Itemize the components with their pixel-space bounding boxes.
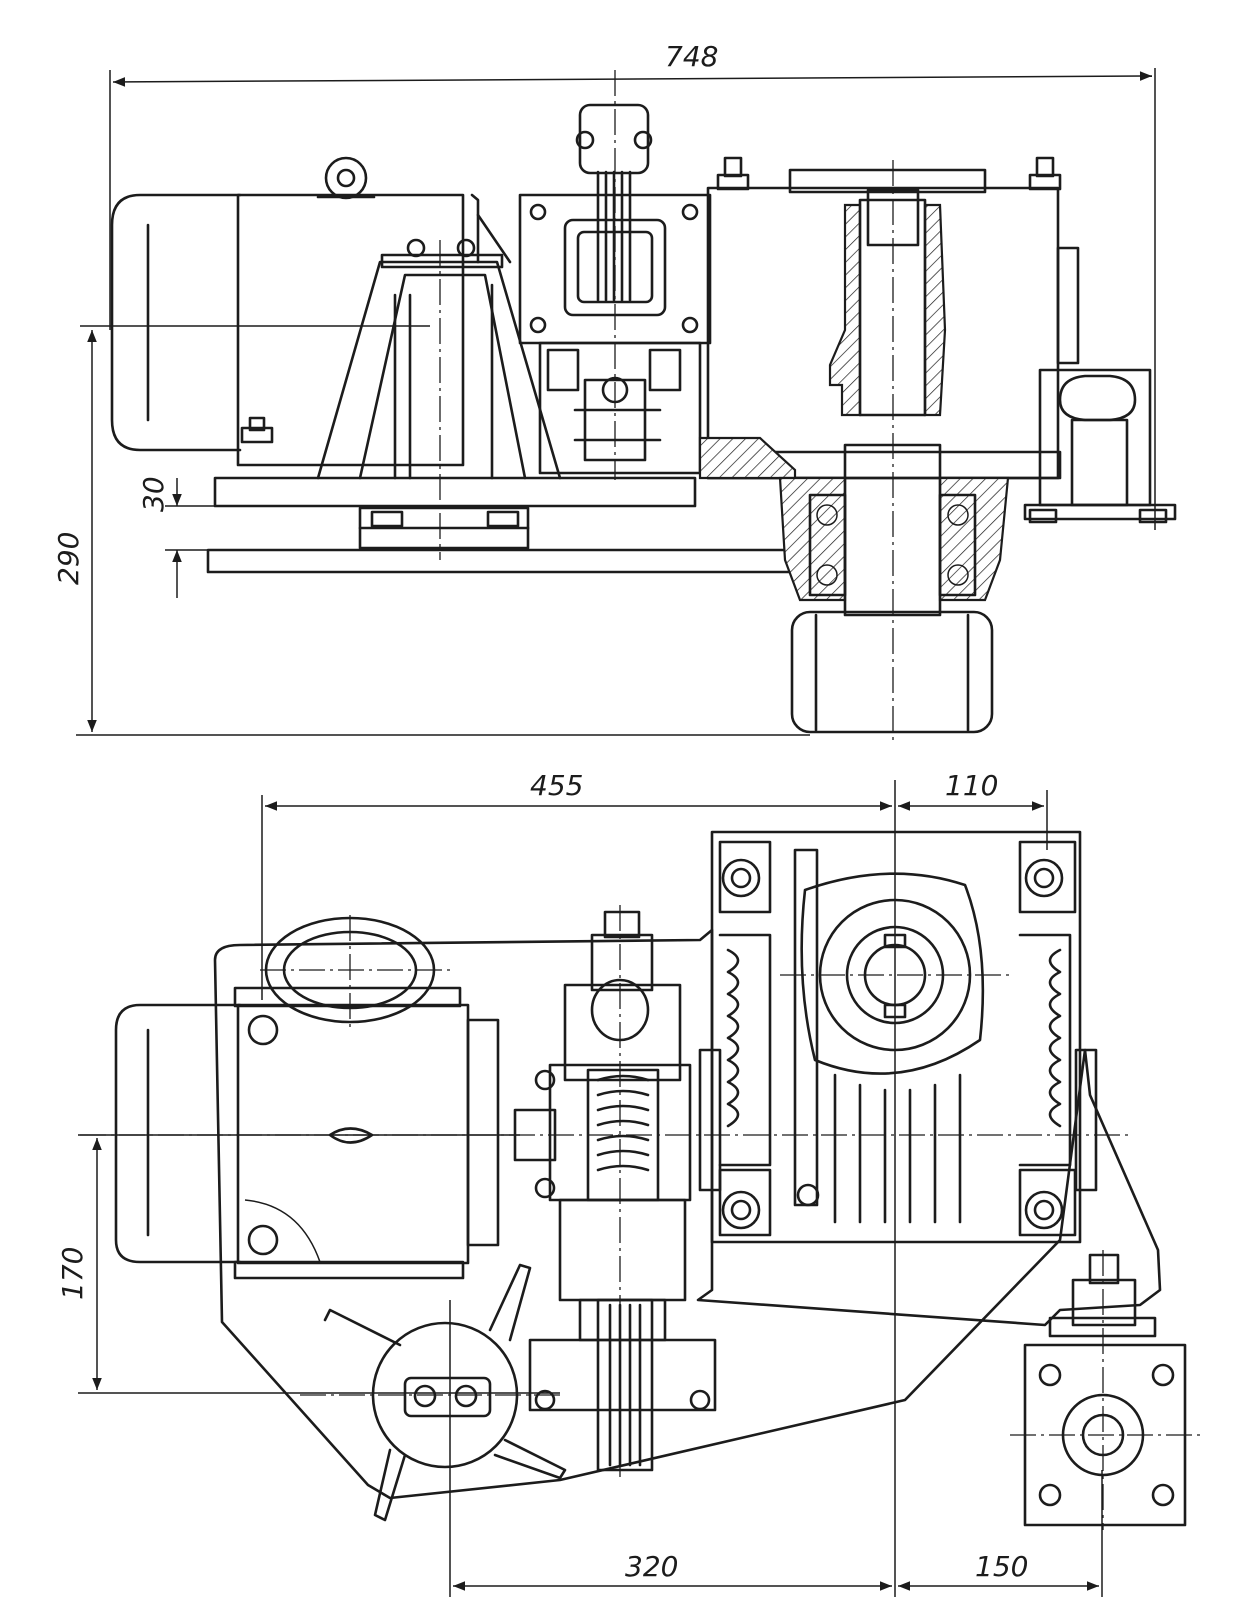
plan-motor xyxy=(114,915,500,1280)
plan-view: 455 110 170 320 150 xyxy=(56,769,1200,1597)
plan-base-plate xyxy=(213,928,1162,1500)
brake-assembly xyxy=(518,103,712,475)
gearbox-housing xyxy=(698,156,1080,617)
dimension-110: 110 xyxy=(898,769,1044,811)
dim-290-label: 290 xyxy=(52,532,85,585)
plan-brake xyxy=(513,905,717,1480)
dim-320-label: 320 xyxy=(625,1550,678,1583)
plan-gearbox xyxy=(698,830,1098,1244)
dimension-455: 455 xyxy=(261,769,1048,1597)
bracket xyxy=(316,193,562,480)
wheel xyxy=(790,610,994,734)
dim-455-label: 455 xyxy=(530,769,583,802)
dim-150-label: 150 xyxy=(975,1550,1028,1583)
dim-30-label: 30 xyxy=(137,476,170,512)
dimension-748: 748 xyxy=(109,40,1156,530)
plan-star-lever xyxy=(300,1263,567,1522)
base-plate xyxy=(206,476,795,574)
electric-motor xyxy=(80,156,465,467)
guide-roller xyxy=(1023,368,1177,524)
dim-110-label: 110 xyxy=(945,769,998,802)
plan-guide-roller xyxy=(1010,1250,1200,1530)
dimension-290: 290 xyxy=(52,330,810,736)
dimension-320: 320 xyxy=(449,1300,1103,1597)
elevation-view: 748 xyxy=(52,40,1177,740)
dimension-150: 150 xyxy=(898,1550,1099,1591)
dimension-30: 30 xyxy=(137,476,360,598)
dim-170-label: 170 xyxy=(56,1247,89,1300)
dim-748-label: 748 xyxy=(665,40,718,73)
